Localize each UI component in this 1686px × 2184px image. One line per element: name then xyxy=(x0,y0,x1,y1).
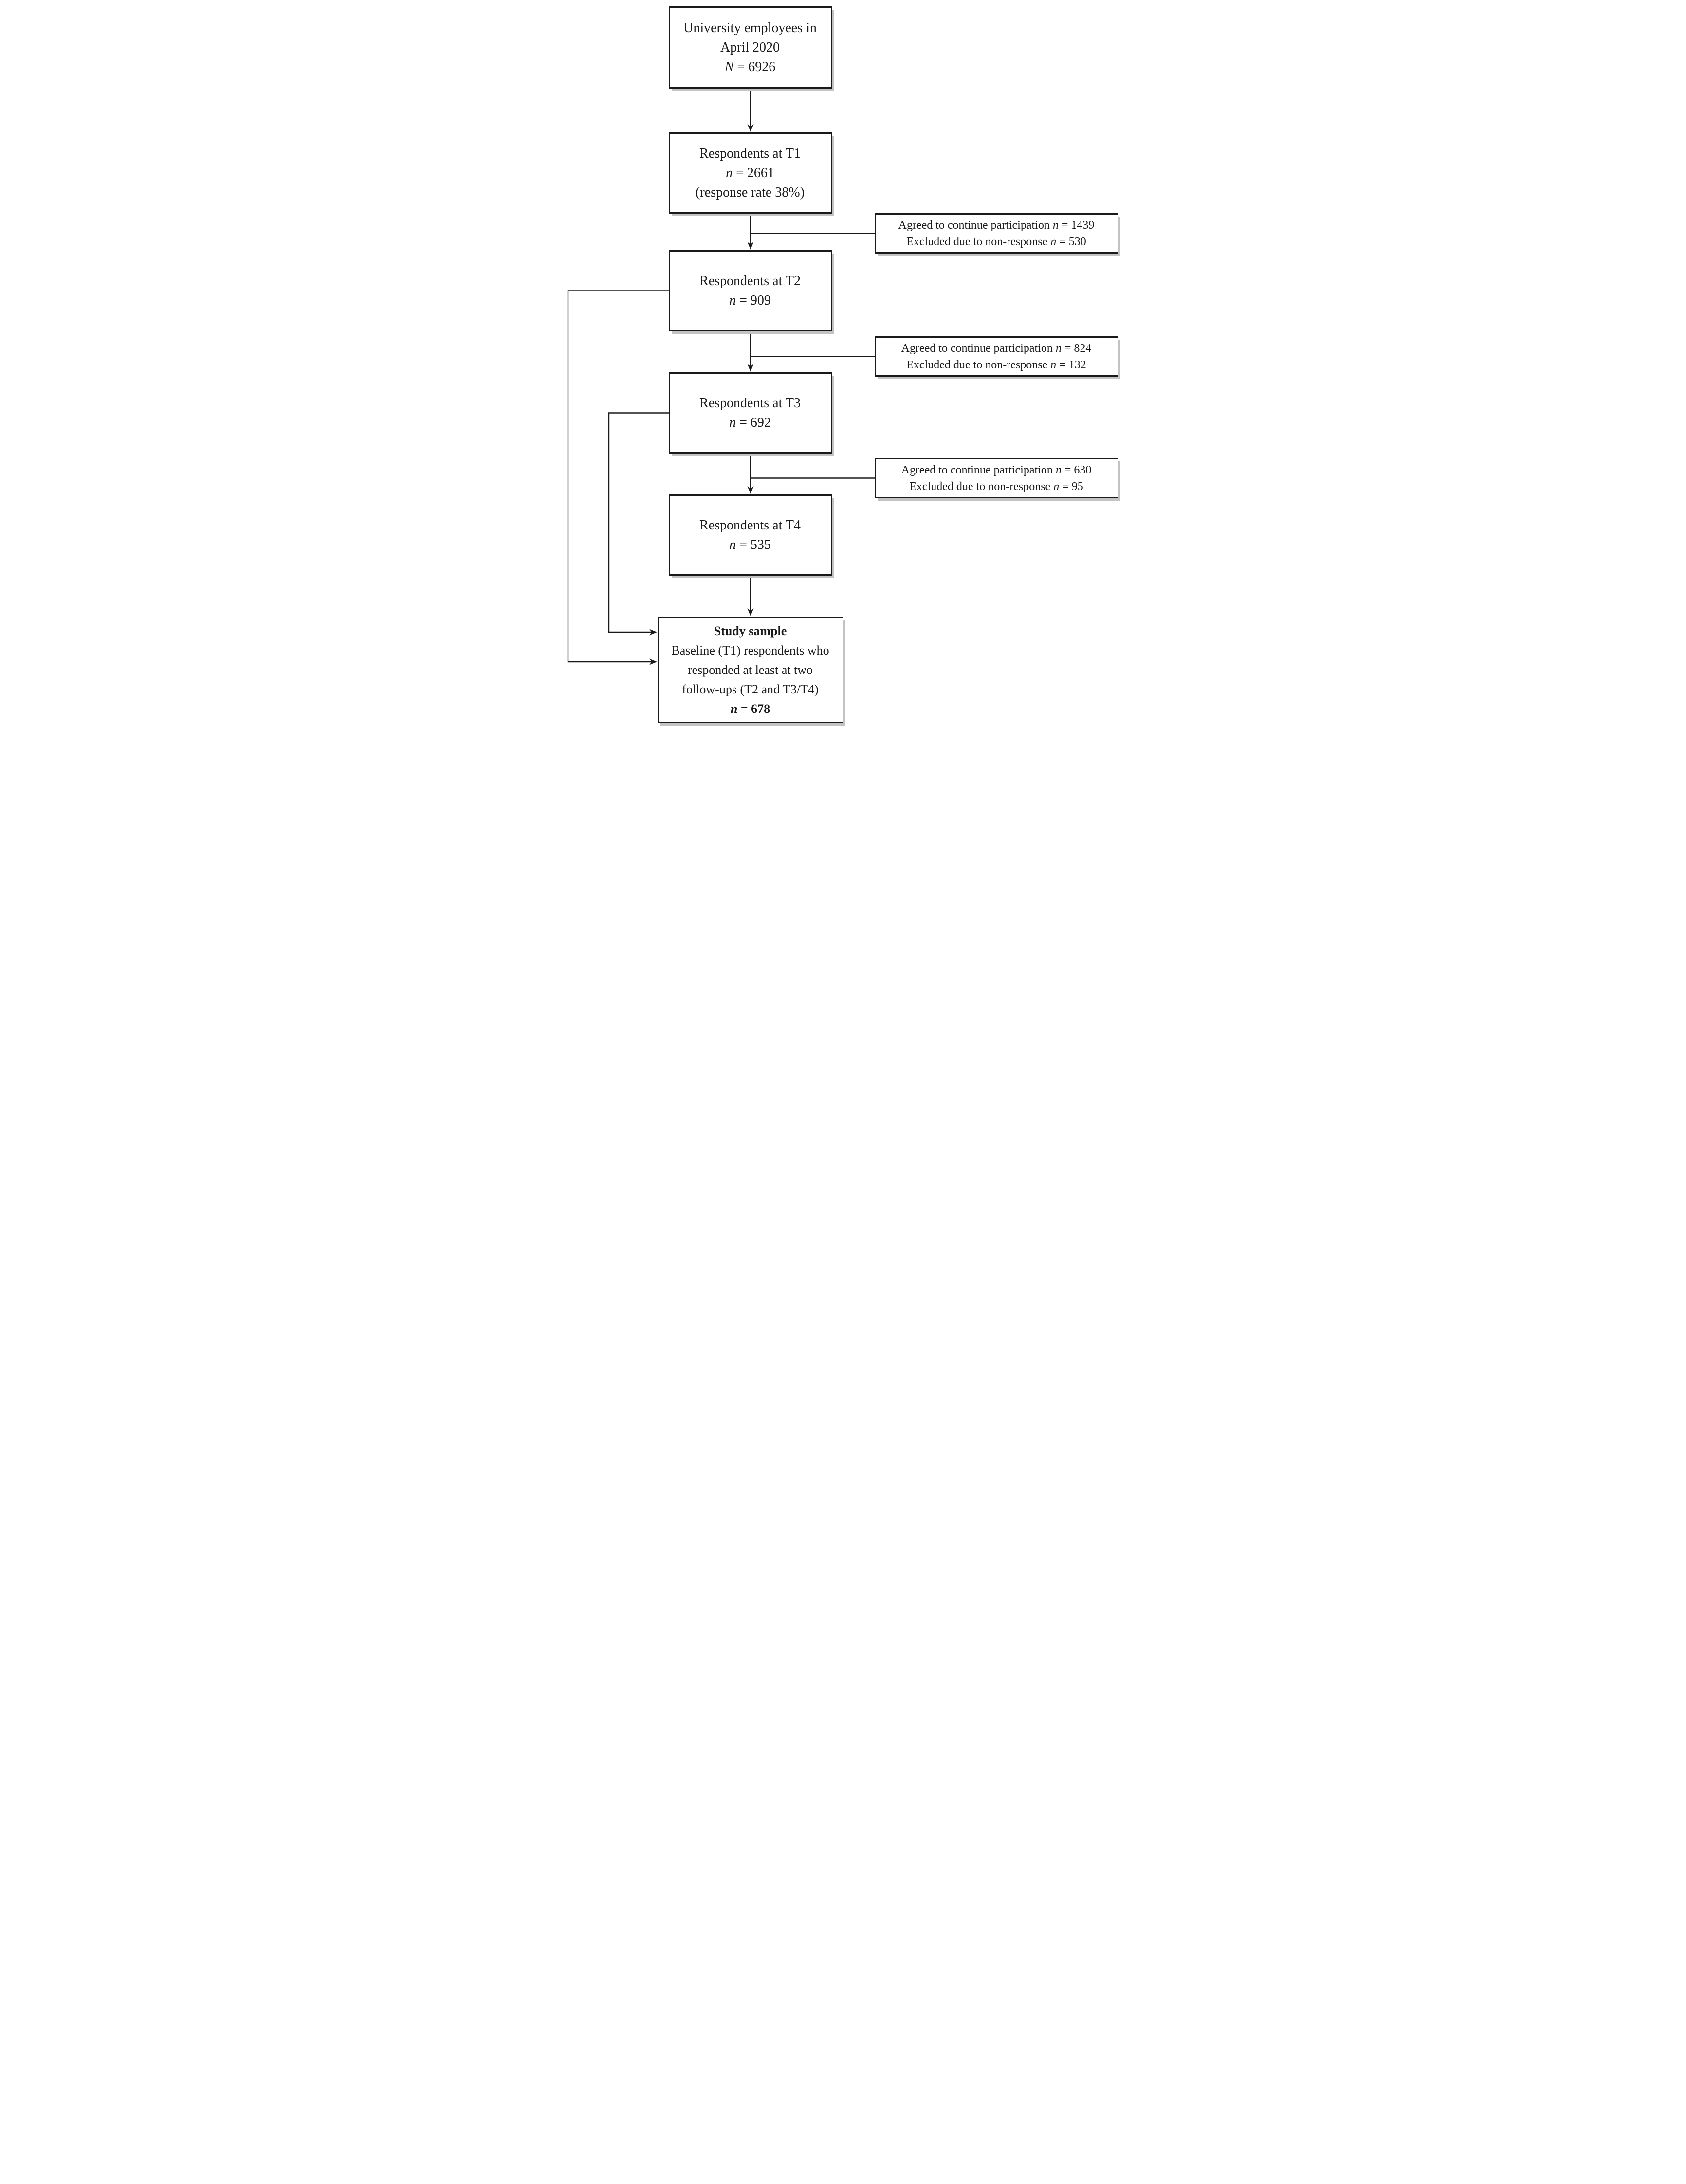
excluded-line: Excluded due to non-response n = 132 xyxy=(906,357,1086,373)
n-symbol: n xyxy=(729,537,736,552)
arrowhead-into-t2 xyxy=(747,242,753,250)
agreed-line: Agreed to continue participation n = 630 xyxy=(901,462,1092,478)
n-value: = 824 xyxy=(1061,342,1092,355)
n-symbol: n xyxy=(1055,342,1062,355)
excluded-text: Excluded due to non-response xyxy=(906,358,1051,371)
n-symbol: N xyxy=(724,59,734,74)
box-respondents-t4: Respondents at T4 n = 535 xyxy=(668,494,832,576)
n-value: = 2661 xyxy=(733,165,774,181)
study-title: Study sample xyxy=(714,623,787,638)
n-symbol: n xyxy=(1050,235,1057,248)
n-value: = 6926 xyxy=(733,59,776,74)
n-value: = 95 xyxy=(1059,480,1083,493)
agreed-text: Agreed to continue participation xyxy=(901,463,1056,476)
arrowhead-into-study-top xyxy=(747,608,753,616)
arrowhead-into-study-from-t2 xyxy=(649,658,657,665)
n-symbol: n xyxy=(1052,218,1059,232)
t1-response-rate: (response rate 38%) xyxy=(696,184,805,200)
n-value: = 692 xyxy=(736,415,771,430)
n-value: = 630 xyxy=(1061,463,1092,476)
population-line-1: University employees in xyxy=(683,20,817,36)
arrowhead-into-t3 xyxy=(747,364,753,372)
t3-title: Respondents at T3 xyxy=(699,395,801,411)
t2-n: n = 909 xyxy=(729,291,771,310)
n-symbol: n xyxy=(729,415,736,430)
connector-t2-to-study xyxy=(567,290,669,663)
box-respondents-t2: Respondents at T2 n = 909 xyxy=(668,250,832,331)
t4-title: Respondents at T4 xyxy=(699,517,801,533)
agreed-text: Agreed to continue participation xyxy=(898,218,1053,232)
study-desc-1: Baseline (T1) respondents who xyxy=(671,643,829,657)
t3-n: n = 692 xyxy=(729,413,771,433)
excluded-text: Excluded due to non-response xyxy=(909,480,1054,493)
agreed-line: Agreed to continue participation n = 143… xyxy=(898,217,1095,234)
arrowhead-into-t1 xyxy=(747,124,753,132)
n-value: = 132 xyxy=(1056,358,1086,371)
population-line-2: April 2020 xyxy=(720,39,780,55)
t4-n: n = 535 xyxy=(729,535,771,555)
n-value: = 678 xyxy=(737,701,770,716)
arrowhead-into-t4 xyxy=(747,486,753,494)
excluded-line: Excluded due to non-response n = 95 xyxy=(909,478,1083,495)
n-value: = 1439 xyxy=(1058,218,1095,232)
box-respondents-t1: Respondents at T1 n = 2661 (response rat… xyxy=(668,132,832,214)
exclusion-box-t1-t2: Agreed to continue participation n = 143… xyxy=(874,213,1118,254)
box-respondents-t3: Respondents at T3 n = 692 xyxy=(668,372,832,454)
exclusion-box-t2-t3: Agreed to continue participation n = 824… xyxy=(874,336,1118,377)
agreed-text: Agreed to continue participation xyxy=(901,342,1056,355)
n-symbol: n xyxy=(726,165,733,181)
n-symbol: n xyxy=(730,701,738,716)
population-n: N = 6926 xyxy=(725,57,775,77)
participant-flow-diagram: University employees in April 2020 N = 6… xyxy=(562,0,1124,728)
n-value: = 535 xyxy=(736,537,771,552)
n-value: = 909 xyxy=(736,292,771,308)
study-desc-3: follow-ups (T2 and T3/T4) xyxy=(682,682,819,696)
n-value: = 530 xyxy=(1056,235,1086,248)
box-university-employees: University employees in April 2020 N = 6… xyxy=(668,6,832,89)
n-symbol: n xyxy=(729,292,736,308)
n-symbol: n xyxy=(1050,358,1057,371)
t1-n: n = 2661 xyxy=(726,164,774,183)
study-n: n = 678 xyxy=(731,699,770,719)
excluded-text: Excluded due to non-response xyxy=(906,235,1051,248)
agreed-line: Agreed to continue participation n = 824 xyxy=(901,340,1092,357)
connector-t3-to-study xyxy=(608,412,669,633)
arrowhead-into-study-from-t3 xyxy=(649,629,657,636)
n-symbol: n xyxy=(1055,463,1062,476)
t1-title: Respondents at T1 xyxy=(699,146,801,161)
box-study-sample: Study sample Baseline (T1) respondents w… xyxy=(657,617,843,723)
exclusion-box-t3-t4: Agreed to continue participation n = 630… xyxy=(874,458,1118,498)
study-desc-2: responded at least at two xyxy=(687,662,813,677)
n-symbol: n xyxy=(1053,480,1060,493)
excluded-line: Excluded due to non-response n = 530 xyxy=(906,234,1086,250)
t2-title: Respondents at T2 xyxy=(699,273,801,289)
